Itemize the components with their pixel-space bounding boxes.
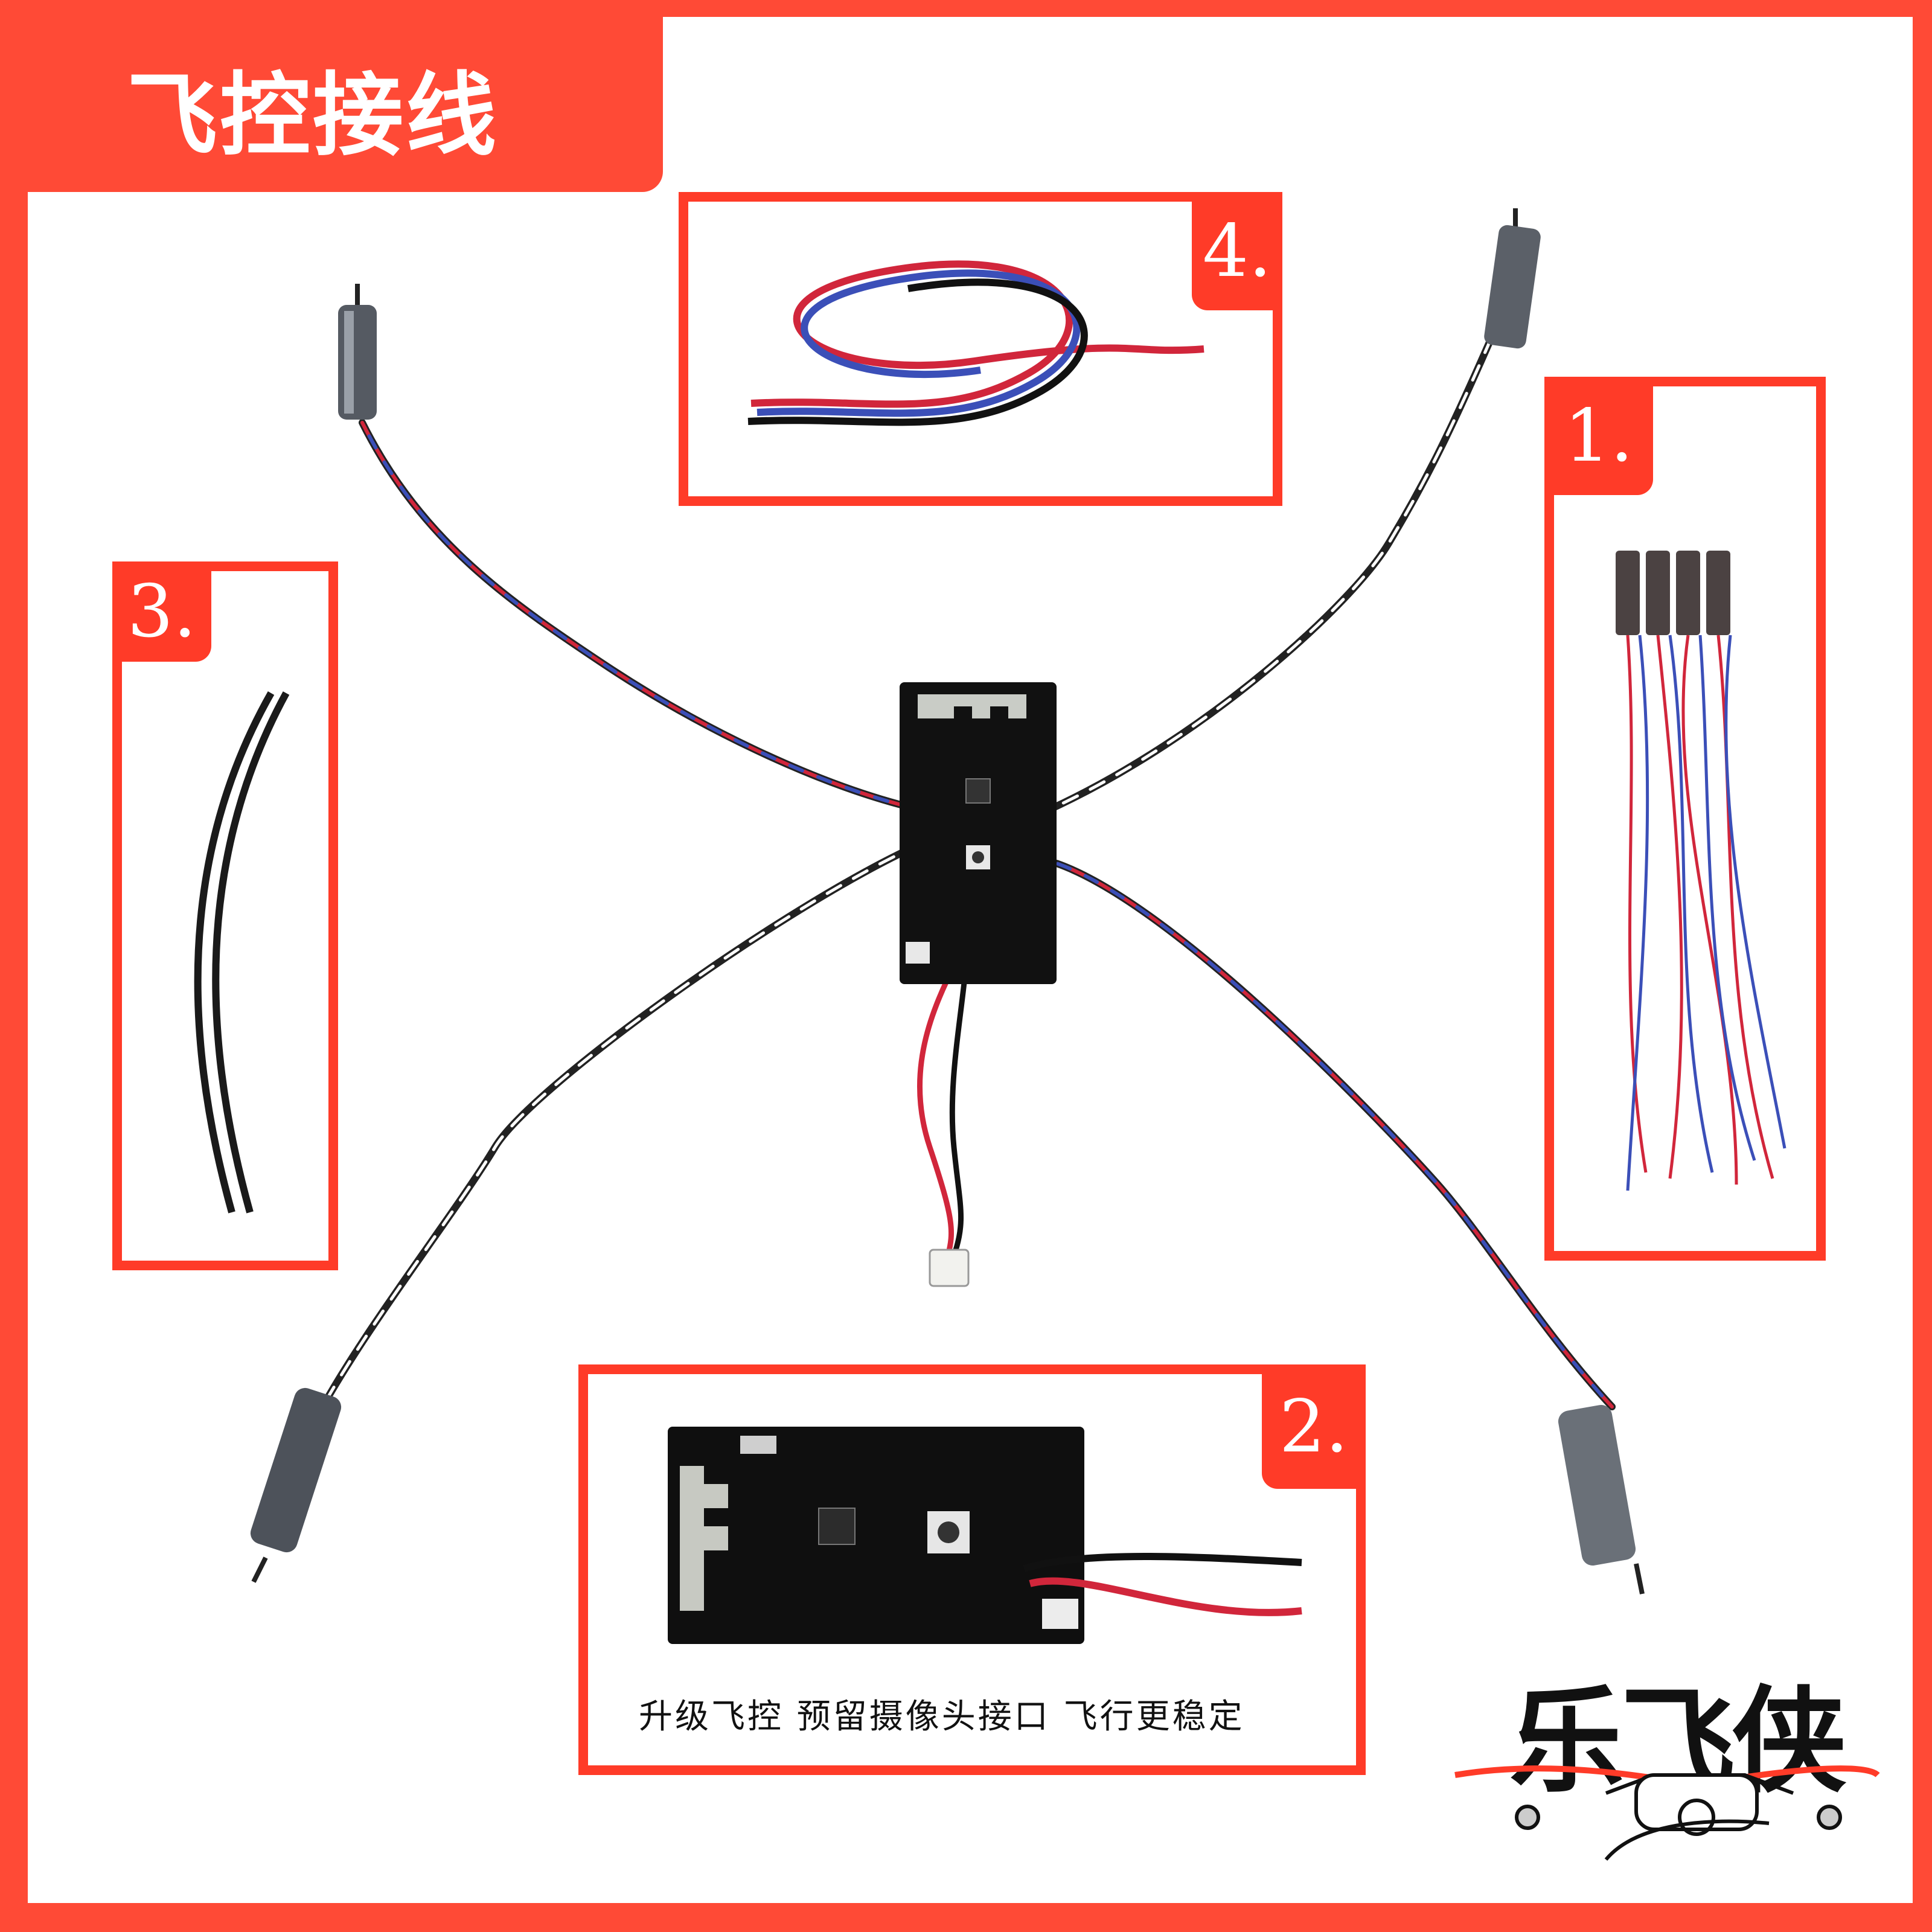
motor-bottom-left bbox=[250, 1387, 342, 1583]
extension-cable-image bbox=[747, 260, 1204, 426]
panel-2: 2. 升级飞控 预留摄像头接口 飞行更稳定 bbox=[578, 1364, 1366, 1775]
motor-wire-top-right bbox=[1047, 334, 1495, 813]
wire-tubes-image bbox=[194, 691, 290, 1214]
motor-top-left bbox=[338, 284, 377, 420]
panel-3: 3. bbox=[112, 561, 338, 1270]
motor-top-right bbox=[1484, 208, 1541, 349]
title-banner: 飞控接线 bbox=[0, 0, 663, 192]
battery-lead bbox=[916, 963, 969, 1259]
panel-4-number: 4. bbox=[1192, 192, 1282, 310]
panel-2-caption: 升级飞控 预留摄像头接口 飞行更稳定 bbox=[639, 1697, 1245, 1736]
panel-4: 4. bbox=[679, 192, 1282, 506]
panel-2-number: 2. bbox=[1262, 1364, 1366, 1489]
panel-1: 1. bbox=[1544, 377, 1826, 1261]
flight-controller-board bbox=[900, 682, 1057, 984]
motor-bottom-right bbox=[1558, 1405, 1645, 1595]
battery-connector bbox=[929, 1249, 970, 1287]
brand-logo-text: 乐飞侠 bbox=[1509, 1675, 1846, 1808]
board-closeup-image bbox=[668, 1427, 1302, 1644]
camera-port bbox=[906, 942, 930, 964]
motor-wire-bottom-right bbox=[1053, 860, 1616, 1410]
antenna-trace bbox=[918, 694, 1026, 718]
mcu-chip bbox=[965, 778, 991, 804]
motor-set-image bbox=[1616, 551, 1786, 1191]
panel-3-number: 3. bbox=[112, 561, 211, 662]
motor-wire-top-left bbox=[359, 419, 921, 813]
page-title: 飞控接线 bbox=[127, 63, 499, 168]
motor-wire-bottom-left bbox=[322, 842, 921, 1404]
panel-1-number: 1. bbox=[1544, 377, 1653, 495]
